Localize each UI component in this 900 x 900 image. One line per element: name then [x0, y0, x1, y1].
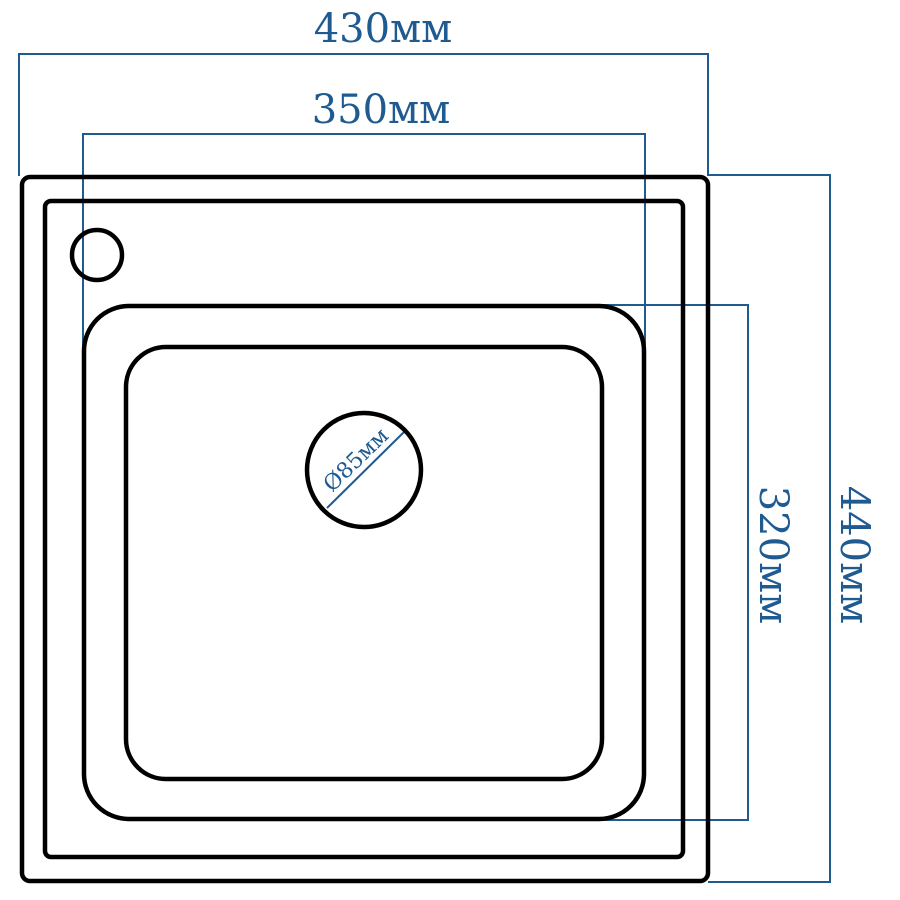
- label-overall-depth: 440мм: [831, 486, 877, 625]
- dimension-lines: [18, 53, 831, 883]
- label-drain-diameter: Ø85мм: [319, 423, 394, 497]
- label-overall-width: 430мм: [314, 6, 453, 52]
- sink-inner-rim: [42, 198, 686, 860]
- bowl-inner-edge: [123, 344, 605, 782]
- sink-outlines: [19, 174, 711, 884]
- drain-hole: [304, 410, 424, 530]
- label-bowl-width: 350мм: [312, 87, 451, 133]
- label-bowl-depth: 320мм: [750, 486, 796, 625]
- dim-line-bowl-width: [82, 133, 646, 345]
- dim-line-overall-depth: [708, 174, 831, 883]
- faucet-hole: [69, 227, 125, 283]
- dim-line-overall-width: [18, 53, 709, 176]
- bowl-outer-edge: [81, 303, 647, 822]
- sink-outer-edge: [19, 174, 711, 884]
- dim-line-drain-diameter: [326, 431, 405, 509]
- dim-line-bowl-depth: [600, 304, 749, 821]
